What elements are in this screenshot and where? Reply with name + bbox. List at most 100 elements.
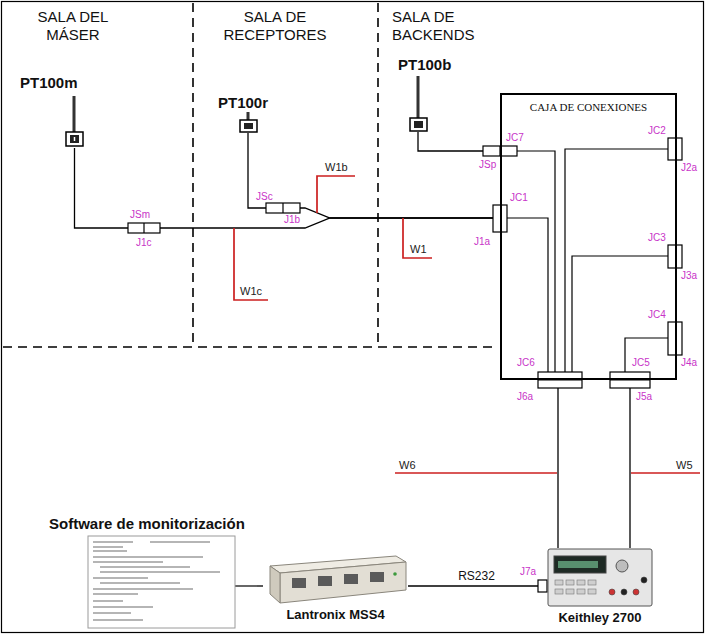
multimeter xyxy=(577,589,585,594)
connector-symbol xyxy=(668,138,682,160)
pin-label: J1c xyxy=(136,237,152,248)
software-screenshot xyxy=(93,612,131,614)
internal-wiring xyxy=(625,338,668,372)
software-screenshot xyxy=(100,566,190,568)
software-screenshot xyxy=(88,536,235,628)
internal-wiring xyxy=(572,256,668,372)
room-divider xyxy=(3,3,498,347)
red-wire xyxy=(631,472,700,474)
pin-label: J5a xyxy=(636,391,652,402)
sensor-label: PT100m xyxy=(20,74,78,92)
internal-wiring xyxy=(565,149,668,372)
multimeter xyxy=(558,561,598,568)
node-label: Lantronix MSS4 xyxy=(286,607,384,623)
pin-label: JSc xyxy=(256,191,273,202)
cable xyxy=(248,133,500,218)
pt100-sensor xyxy=(66,96,83,146)
pt100-sensor xyxy=(414,121,423,128)
pin-label: J4a xyxy=(681,357,697,368)
connector-symbol xyxy=(266,203,300,213)
pin-label: JC6 xyxy=(517,357,535,368)
node-label: Keithley 2700 xyxy=(558,610,641,626)
software-screenshot xyxy=(93,600,123,602)
terminal-server xyxy=(344,574,358,584)
multimeter xyxy=(555,580,596,594)
cable xyxy=(257,585,263,586)
wire-label: W1 xyxy=(410,243,427,256)
cable xyxy=(629,380,630,548)
multimeter xyxy=(577,580,585,585)
pt100-sensor xyxy=(410,118,427,131)
red-wire xyxy=(403,218,432,258)
multimeter xyxy=(588,589,596,594)
connector-symbol xyxy=(610,372,650,388)
red-wire xyxy=(234,228,268,300)
cable xyxy=(557,380,558,548)
sensor-label: PT100b xyxy=(398,56,451,74)
multimeter xyxy=(548,549,652,606)
connector-symbol xyxy=(538,580,547,592)
sensor-label: PT100r xyxy=(218,94,268,112)
pin-label: J3a xyxy=(681,270,697,281)
room-divider xyxy=(192,3,194,347)
multimeter xyxy=(548,549,652,606)
room-label: SALA DEL MÁSER xyxy=(18,8,128,44)
software-screenshot xyxy=(93,556,203,558)
edge-label: RS232 xyxy=(456,569,497,583)
software-screenshot xyxy=(88,536,235,628)
software-screenshot xyxy=(93,593,138,595)
pin-label: JC5 xyxy=(632,357,650,368)
software-screenshot xyxy=(93,541,220,621)
terminal-server xyxy=(370,572,384,582)
connector-symbol xyxy=(668,322,682,355)
device-node: Lantronix MSS4 xyxy=(263,552,408,632)
software-screenshot xyxy=(93,588,193,590)
software-screenshot xyxy=(93,550,127,552)
pt100-sensor xyxy=(244,123,253,129)
room-divider xyxy=(3,346,498,348)
box-title: CAJA DE CONEXIONES xyxy=(530,101,647,114)
pin-label: JC7 xyxy=(506,132,524,143)
multimeter xyxy=(555,589,563,594)
cable xyxy=(408,585,545,586)
multimeter xyxy=(641,577,647,583)
pin-label: JC1 xyxy=(510,192,528,203)
multimeter xyxy=(616,560,628,572)
pin-label: J1b xyxy=(284,214,300,225)
pin-label: JC3 xyxy=(648,232,666,243)
pin-label: J7a xyxy=(520,566,536,577)
wire-label: W5 xyxy=(676,459,693,472)
terminal-server xyxy=(270,556,406,603)
node-label: Software de monitorización xyxy=(49,515,245,533)
connector-symbol xyxy=(538,372,582,388)
software-screenshot xyxy=(93,541,133,543)
pin-label: J6a xyxy=(517,391,533,402)
pin-label: J2a xyxy=(681,162,697,173)
software-screenshot xyxy=(150,541,210,543)
software-screenshot xyxy=(100,582,180,584)
multimeter xyxy=(555,580,563,585)
connector-symbol xyxy=(668,245,682,268)
pt100-sensor xyxy=(73,96,76,132)
wire-label: W1b xyxy=(325,161,348,174)
terminal-server xyxy=(318,576,332,586)
pt100-sensor xyxy=(240,112,257,132)
pin-label: JSp xyxy=(479,159,496,170)
multimeter xyxy=(609,589,615,595)
internal-wiring xyxy=(235,149,668,586)
software-node: Software de monitorización xyxy=(45,515,257,630)
terminal-server xyxy=(292,578,306,588)
pt100-sensor xyxy=(240,120,257,132)
internal-wiring xyxy=(507,218,548,372)
multimeter xyxy=(566,589,574,594)
internal-wiring xyxy=(517,151,555,372)
wire-label: W1c xyxy=(240,285,262,298)
terminal-server xyxy=(270,566,280,603)
sensor-node: PT100m xyxy=(18,72,103,148)
software-screenshot xyxy=(93,561,163,563)
pt100-sensor xyxy=(74,137,76,141)
